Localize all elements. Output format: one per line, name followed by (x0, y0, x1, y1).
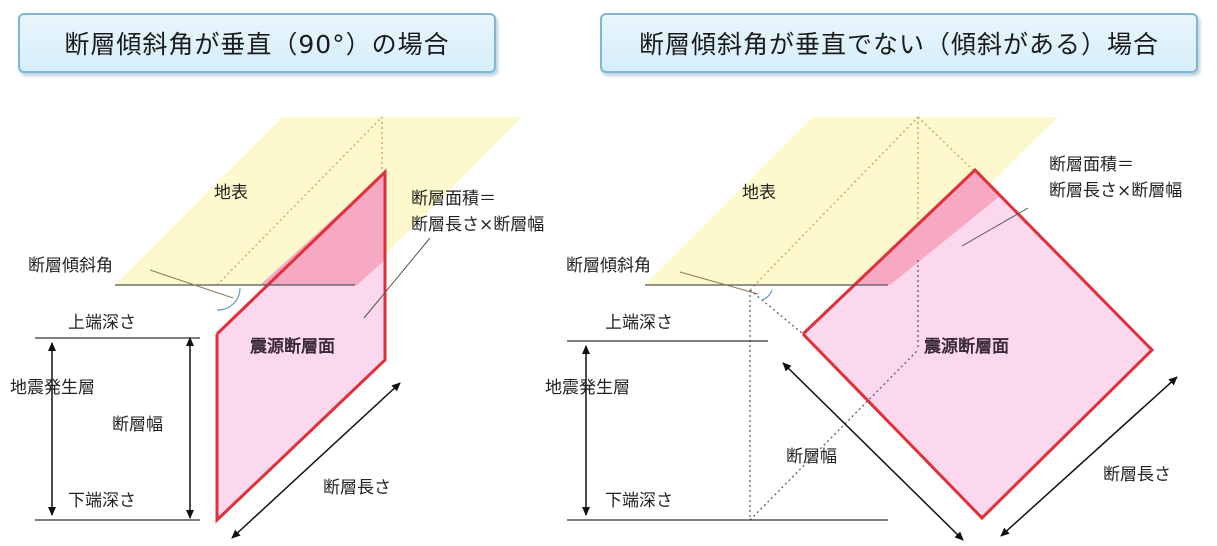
left-dip-angle-leader (149, 269, 234, 299)
left-surface-label: 地表 (214, 183, 248, 203)
left-dip-angle-arc (216, 287, 241, 311)
left-dip-angle-label: 断層傾斜角 (28, 256, 113, 276)
left-fault-width-label: 断層幅 (112, 415, 163, 435)
left-seismogenic-label: 地震発生層 (10, 378, 95, 398)
left-bottom-depth-label: 下端深さ (68, 491, 136, 511)
left-panel-title: 断層傾斜角が垂直（90°）の場合 (18, 13, 496, 73)
right-formula-leader (961, 207, 1029, 247)
right-formula-line2: 断層長さ×断層幅 (1049, 181, 1182, 201)
right-source-fault-label: 震源断層面 (923, 336, 1009, 357)
right-width-arrow (782, 362, 964, 541)
right-panel-title: 断層傾斜角が垂直でない（傾斜がある）場合 (600, 13, 1198, 73)
right-fault-plane-upper (855, 170, 1000, 285)
left-formula-leader (363, 237, 431, 319)
left-ground-surface (115, 117, 522, 285)
right-top-depth-label: 上端深さ (605, 313, 673, 333)
right-dip-angle-leader (679, 271, 759, 295)
left-formula-line2: 断層長さ×断層幅 (411, 215, 544, 235)
right-fault-width-label: 断層幅 (786, 447, 837, 467)
left-formula-line1: 断層面積＝ (411, 189, 496, 209)
right-dip-angle-label: 断層傾斜角 (566, 256, 651, 276)
right-bottom-depth-label: 下端深さ (605, 491, 673, 511)
right-seismogenic-label: 地震発生層 (545, 378, 630, 398)
right-formula-line1: 断層面積＝ (1049, 155, 1134, 175)
left-fault-edge (215, 168, 387, 524)
left-source-fault-label: 震源断層面 (249, 336, 335, 357)
right-dip-angle-arc (761, 289, 773, 301)
left-length-arrow (231, 382, 401, 539)
left-top-depth-label: 上端深さ (68, 313, 136, 333)
right-diagonal-guide (917, 116, 976, 173)
left-surface-guide (216, 116, 383, 286)
left-fault-length-label: 断層長さ (323, 478, 391, 498)
right-length-arrow (1000, 376, 1178, 537)
left-diagram: 地表 断層傾斜角 断層面積＝ 断層長さ×断層幅 上端深さ 地震発生層 断層幅 下… (10, 116, 544, 539)
right-dip-line (749, 289, 804, 335)
right-ground-surface (645, 117, 1058, 285)
right-surface-guide (749, 116, 919, 291)
right-fault-length-label: 断層長さ (1103, 465, 1171, 485)
right-surface-label: 地表 (742, 183, 776, 203)
right-diagram: 地表 断層傾斜角 断層面積＝ 断層長さ×断層幅 上端深さ 地震発生層 断層幅 下… (545, 116, 1182, 541)
